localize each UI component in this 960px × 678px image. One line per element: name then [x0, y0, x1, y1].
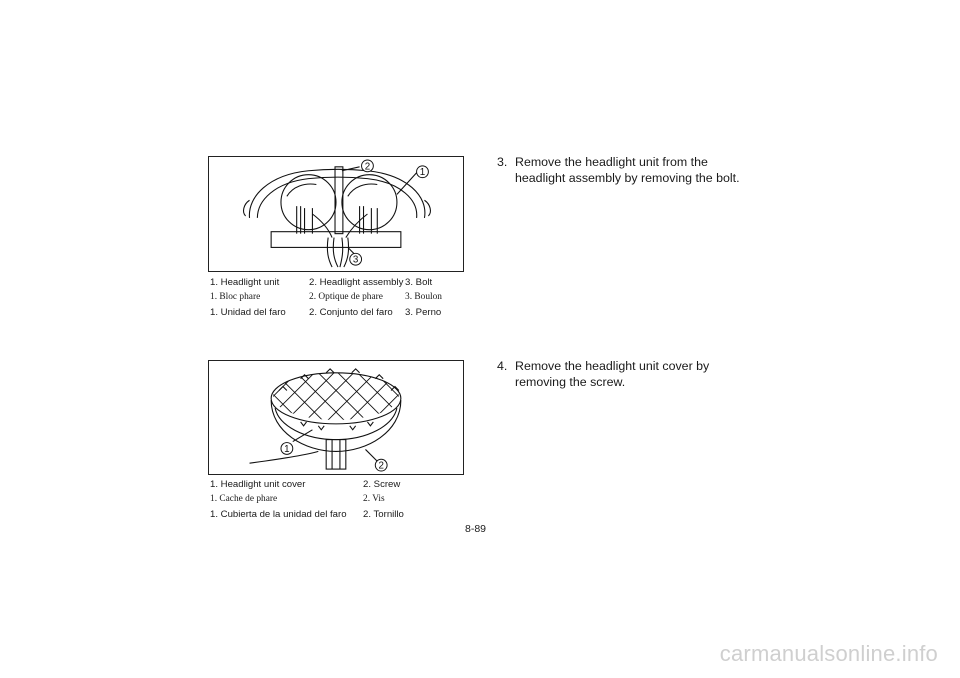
step-3: 3. Remove the headlight unit from the he…: [497, 154, 757, 188]
headlight-cover-figure: 1 2: [208, 360, 464, 475]
watermark: carmanualsonline.info: [719, 641, 938, 666]
legend-item: 2. Screw: [363, 479, 401, 490]
legend-item: 1. Unidad del faro: [210, 307, 286, 318]
legend-item: 1. Headlight unit cover: [210, 479, 306, 490]
step-number: 3.: [497, 155, 508, 169]
step-number: 4.: [497, 359, 508, 373]
legend-item: 3. Boulon: [405, 292, 442, 302]
callout-3: 3: [353, 255, 359, 266]
legend-item: 3. Bolt: [405, 277, 433, 288]
step-text: Remove the headlight unit cover by remov…: [515, 359, 710, 389]
legend-item: 2. Headlight assembly: [309, 277, 404, 288]
callout-1: 1: [284, 444, 289, 455]
legend-item: 2. Optique de phare: [309, 292, 383, 302]
headlight-assembly-figure: 2 1 3: [208, 156, 464, 272]
legend-item: 1. Bloc phare: [210, 292, 261, 302]
legend-item: 1. Headlight unit: [210, 277, 280, 288]
headlight-assembly-illustration: 2 1 3: [243, 159, 431, 268]
legend-item: 2. Vis: [363, 494, 385, 504]
step-text: Remove the headlight unit from the headl…: [515, 155, 740, 185]
callout-1: 1: [420, 167, 425, 178]
callout-2: 2: [365, 161, 370, 172]
legend-item: 2. Conjunto del faro: [309, 307, 393, 318]
legend-item: 3. Perno: [405, 307, 442, 318]
legend-item: 2. Tornillo: [363, 509, 404, 520]
legend-item: 1. Cache de phare: [210, 494, 278, 504]
callout-2: 2: [378, 461, 383, 472]
legend-item: 1. Cubierta de la unidad del faro: [210, 509, 347, 520]
step-4: 4. Remove the headlight unit cover by re…: [497, 358, 757, 392]
headlight-cover-illustration: 1 2: [249, 368, 402, 472]
page-number: 8-89: [465, 523, 487, 535]
